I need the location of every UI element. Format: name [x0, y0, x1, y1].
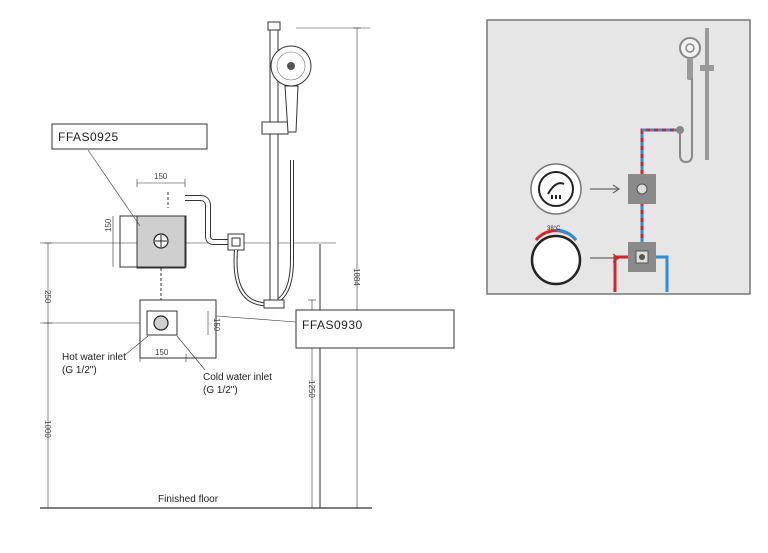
dim-250: 250: [43, 290, 52, 304]
ffas0925-label: FFAS0925: [58, 130, 119, 144]
technical-drawing: [40, 21, 372, 509]
handset-holder: [261, 121, 289, 135]
panel-handset-icon: [679, 37, 701, 59]
panel-cold-pipe: [656, 255, 669, 292]
hot-inlet-leader: [124, 335, 149, 356]
callout-ffas0930: FFAS0930: [295, 309, 455, 349]
panel-hose: [679, 78, 693, 164]
bar-bracket-bottom: [263, 299, 285, 309]
svg-text:Cold water inlet: Cold water inlet: [203, 372, 272, 383]
ffas0930-leader: [215, 315, 297, 323]
handshower: [270, 45, 312, 133]
panel-shower-icon: [547, 182, 565, 199]
panel-thermostat-control[interactable]: [530, 234, 582, 286]
panel-hot-pipe: [613, 255, 628, 292]
ffas0930-label: FFAS0930: [302, 318, 363, 332]
bar-bracket-top: [267, 21, 281, 31]
lower-valve-body: [146, 310, 178, 336]
svg-text:(G 1/2"): (G 1/2"): [203, 385, 238, 396]
wall-outlet-elbow: [227, 233, 245, 251]
dim-150-right: 150: [212, 318, 221, 332]
callout-ffas0925: FFAS0925: [51, 123, 208, 150]
dim-1884: 1884: [352, 268, 361, 286]
dim-150-side: 150: [104, 218, 113, 232]
hot-water-inlet-label: Hot water inlet (G 1/2"): [62, 352, 126, 376]
panel-slide-bar: [705, 28, 709, 160]
svg-text:Hot water inlet: Hot water inlet: [62, 352, 126, 363]
finished-floor-label: Finished floor: [158, 494, 219, 505]
shower-hose: [233, 160, 294, 307]
ffas0925-leader: [87, 149, 141, 227]
panel-arrow-upper: [590, 184, 621, 194]
cold-inlet-leader: [176, 335, 206, 371]
dimension-labels: 150 150 150 150 250 1000 1250 1884: [43, 172, 361, 438]
lower-valve-plate: [139, 299, 217, 359]
dim-1000: 1000: [43, 420, 52, 438]
svg-text:(G 1/2"): (G 1/2"): [62, 365, 97, 376]
cold-water-inlet-label: Cold water inlet (G 1/2"): [203, 372, 272, 396]
dim-1250: 1250: [307, 380, 316, 398]
dim-150-top: 150: [154, 172, 168, 181]
lower-valve-knob: [153, 315, 169, 331]
upper-valve-plate: [119, 215, 187, 268]
panel-temp-label: 38°C: [547, 226, 561, 232]
schematic-panel: 38°C: [486, 19, 751, 295]
dim-150-bottom: 150: [155, 348, 169, 357]
